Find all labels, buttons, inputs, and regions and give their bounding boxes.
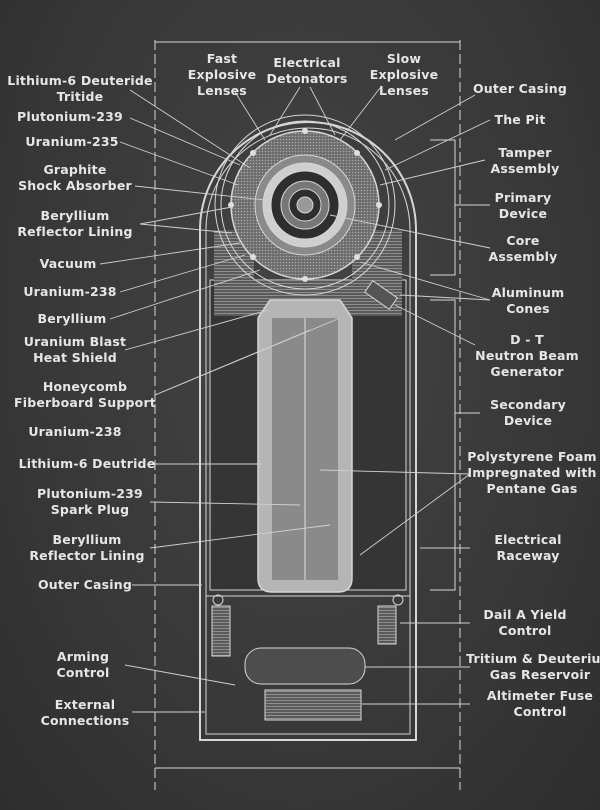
callout-label-line: Lithium-6 Deutride <box>18 456 156 471</box>
callout-label-line: Tritide <box>56 89 104 104</box>
callout-label-line: Tamper <box>498 145 552 160</box>
callout-label-line: Assembly <box>490 161 560 176</box>
callout-label-line: Lithium-6 Deuteride <box>7 73 153 88</box>
callout-label-line: Control <box>513 704 567 719</box>
callout-label-line: Uranium-238 <box>23 284 117 299</box>
gas-reservoir <box>244 647 366 685</box>
callout-label-line: Connections <box>40 713 130 728</box>
callout-label-line: Assembly <box>488 249 558 264</box>
callout-label-line: Reflector Lining <box>17 224 133 239</box>
callout-label: Outer Casing <box>473 81 567 97</box>
callout-label-line: Outer Casing <box>37 577 133 592</box>
outer-casing <box>199 121 417 741</box>
callout-label-line: Electrical <box>273 55 341 70</box>
callout-label-line: Primary <box>494 190 552 205</box>
callout-label: Vacuum <box>40 256 97 272</box>
callout-label-line: Vacuum <box>39 256 97 271</box>
callout-label-line: Heat Shield <box>33 350 117 365</box>
callout-label-line: Plutonium-239 <box>37 486 143 501</box>
callout-label-line: Beryllium <box>40 208 110 223</box>
callout-label-line: Uranium-235 <box>25 134 119 149</box>
callout-label: Uranium-238 <box>28 424 121 440</box>
callout-label-line: Explosive <box>187 67 257 82</box>
callout-label-line: Pentane Gas <box>486 481 578 496</box>
callout-label-line: Control <box>498 623 552 638</box>
callout-label-line: Graphite <box>43 162 107 177</box>
callout-label-line: Aluminum <box>491 285 565 300</box>
callout-label-line: Explosive <box>369 67 439 82</box>
callout-label-line: Fiberboard Support <box>14 395 156 410</box>
callout-label-line: External <box>54 697 116 712</box>
callout-label: The Pit <box>494 112 545 128</box>
callout-label-line: Outer Casing <box>472 81 568 96</box>
callout-label-line: Polystyrene Foam <box>467 449 597 464</box>
callout-label-line: Neutron Beam <box>475 348 579 363</box>
callout-label-line: Beryllium <box>37 311 107 326</box>
callout-label-line: Device <box>503 413 553 428</box>
callout-label-line: Uranium-238 <box>28 424 122 439</box>
callout-label-line: Lenses <box>197 83 247 98</box>
callout-label: Beryllium <box>38 311 107 327</box>
callout-label: Outer Casing <box>38 577 132 593</box>
fuse-control <box>264 689 362 721</box>
callout-label-line: Raceway <box>496 548 560 563</box>
callout-label-line: Reflector Lining <box>29 548 145 563</box>
callout-label-line: The Pit <box>494 112 546 127</box>
callout-label-line: Impregnated with <box>467 465 597 480</box>
callout-label-line: Generator <box>490 364 564 379</box>
callout-label-line: Fast <box>206 51 238 66</box>
callout-label-line: Plutonium-239 <box>17 109 123 124</box>
callout-label-line: Dail A Yield <box>483 607 567 622</box>
callout-label-line: Uranium Blast <box>23 334 127 349</box>
callout-label: Lithium-6 Deutride <box>19 456 156 472</box>
callout-label-line: D - T <box>510 332 544 347</box>
callout-label-line: Spark Plug <box>50 502 130 517</box>
callout-label-line: Lenses <box>379 83 429 98</box>
callout-label-line: Secondary <box>490 397 566 412</box>
callout-label-line: Cones <box>506 301 550 316</box>
callout-label-line: Shock Absorber <box>18 178 132 193</box>
callout-label: Uranium-235 <box>25 134 118 150</box>
primary-device <box>214 114 396 296</box>
callout-label-line: Core <box>506 233 540 248</box>
callout-label-line: Gas Reservoir <box>489 667 591 682</box>
yield-control <box>377 605 397 645</box>
callout-label: Plutonium-239 <box>17 109 123 125</box>
callout-label-line: Beryllium <box>52 532 122 547</box>
callout-label-line: Control <box>56 665 110 680</box>
callout-label-line: Slow <box>386 51 422 66</box>
callout-label-line: Electrical <box>494 532 562 547</box>
callout-label-line: Honeycomb <box>42 379 128 394</box>
callout-label-line: Detonators <box>266 71 348 86</box>
callout-label-line: Device <box>498 206 548 221</box>
callout-label-line: Tritium & Deuterium <box>466 651 600 666</box>
callout-label-line: Altimeter Fuse <box>486 688 594 703</box>
callout-label: Uranium-238 <box>23 284 116 300</box>
callout-label-line: Arming <box>56 649 110 664</box>
